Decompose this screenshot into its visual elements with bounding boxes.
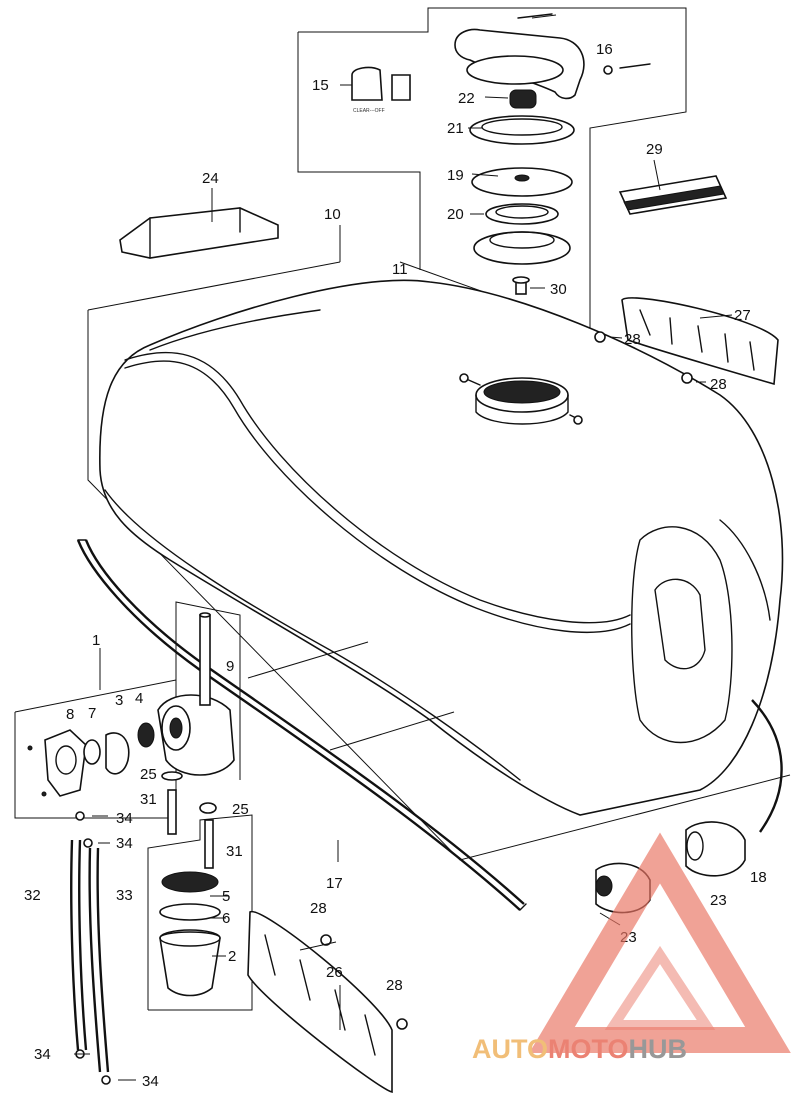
- callout-18: 18: [750, 869, 767, 886]
- fuel-cock-caption: CLEAR---OFF: [353, 108, 385, 114]
- tank-emblem-right: [621, 297, 779, 386]
- watermark-triangle: [529, 832, 791, 1053]
- callout-6: 6: [222, 910, 230, 927]
- fuel-tank-body: [99, 279, 784, 833]
- callout-29: 29: [646, 141, 663, 158]
- leader-lines: [74, 14, 733, 1081]
- callout-32: 32: [24, 887, 41, 904]
- tank-mount-rubber: [119, 207, 279, 259]
- callout-10: 10: [324, 206, 341, 223]
- callout-28-c: 28: [310, 900, 327, 917]
- callout-31-left: 31: [140, 791, 157, 808]
- callout-25-right: 25: [232, 801, 249, 818]
- callout-34-b: 34: [116, 835, 133, 852]
- fuel-strainer: [159, 871, 221, 997]
- watermark-hub: HUB: [629, 1034, 688, 1064]
- cap-group-outline: [297, 7, 687, 330]
- callout-7: 7: [88, 705, 96, 722]
- callout-24: 24: [202, 170, 219, 187]
- callout-28-b: 28: [710, 376, 727, 393]
- callout-27: 27: [734, 307, 751, 324]
- callout-9: 9: [226, 658, 234, 675]
- callout-28-d: 28: [386, 977, 403, 994]
- fuel-cock-key-part: CLEAR---OFF: [351, 66, 411, 114]
- callout-31-right: 31: [226, 843, 243, 860]
- watermark-triangle-inner: [604, 945, 716, 1030]
- callout-16: 16: [596, 41, 613, 58]
- callout-5: 5: [222, 888, 230, 905]
- watermark-text: AUTOMOTOHUB: [472, 1034, 687, 1064]
- callout-33: 33: [116, 887, 133, 904]
- callout-11: 11: [392, 261, 408, 278]
- watermark-logo: AUTOMOTOHUB: [472, 832, 791, 1064]
- callout-34-d: 34: [142, 1073, 159, 1090]
- callout-26: 26: [326, 964, 343, 981]
- callout-15: 15: [312, 77, 329, 94]
- callout-23-right: 23: [710, 892, 727, 909]
- callout-1: 1: [92, 632, 100, 649]
- callout-30: 30: [550, 281, 567, 298]
- caution-label: [618, 175, 728, 215]
- tank-emblem-left: [247, 911, 393, 1093]
- callout-34-c: 34: [34, 1046, 51, 1063]
- fuel-cock-assembly: [27, 612, 235, 869]
- callout-28-a: 28: [624, 331, 641, 348]
- emblem-nuts: [320, 331, 693, 1030]
- callout-21: 21: [447, 120, 464, 137]
- strainer-group-outline: [147, 814, 253, 1011]
- callout-25-left: 25: [140, 766, 157, 783]
- watermark-auto: AUTO: [472, 1034, 548, 1064]
- fuel-hoses: [70, 811, 111, 1085]
- callout-20: 20: [447, 206, 464, 223]
- callout-34-a: 34: [116, 810, 133, 827]
- callout-4: 4: [135, 690, 143, 707]
- callout-3: 3: [115, 692, 123, 709]
- callout-19: 19: [447, 167, 464, 184]
- filler-cap-assembly: [454, 13, 651, 295]
- tank-rubber-strip: [76, 539, 527, 911]
- callout-17: 17: [326, 875, 343, 892]
- callout-8: 8: [66, 706, 74, 723]
- callout-2: 2: [228, 948, 236, 965]
- watermark-moto: MOTO: [548, 1034, 629, 1064]
- callout-22: 22: [458, 90, 475, 107]
